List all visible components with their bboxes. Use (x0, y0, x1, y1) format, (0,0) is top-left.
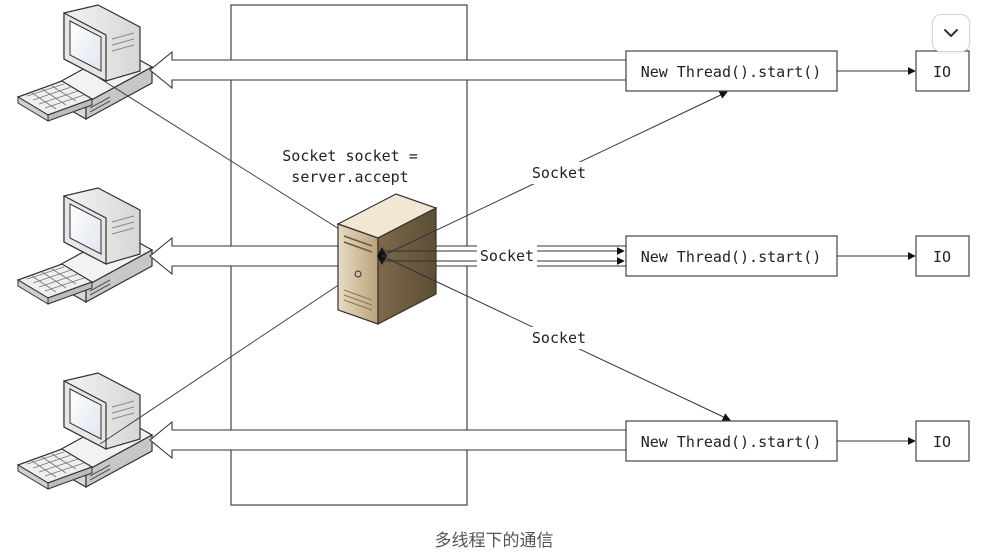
client-line-top (95, 75, 383, 257)
response-arrow-top (149, 50, 627, 90)
computer-icon-bottom (17, 372, 153, 490)
figure-caption: 多线程下的通信 (434, 531, 554, 551)
server-accept-label-line1: Socket socket = (282, 147, 417, 165)
thread-label-top: New Thread().start() (641, 63, 822, 81)
computer-icon-top (17, 4, 153, 122)
response-arrow-bottom (149, 420, 627, 460)
io-box-top: IO (915, 50, 970, 92)
server-accept-label-line2: server.accept (291, 168, 408, 186)
io-box-middle: IO (915, 235, 970, 277)
client-line-bottom (99, 255, 383, 445)
socket-label-bottom: Socket (532, 329, 586, 347)
server-icon (336, 193, 438, 325)
thread-box-middle: New Thread().start() (625, 235, 838, 277)
io-label-bottom: IO (933, 433, 951, 451)
io-label-top: IO (933, 63, 951, 81)
computer-icon-middle (17, 187, 153, 305)
thread-box-top: New Thread().start() (625, 50, 838, 92)
thread-label-middle: New Thread().start() (641, 248, 822, 266)
thread-label-bottom: New Thread().start() (641, 433, 822, 451)
thread-box-bottom: New Thread().start() (625, 420, 838, 462)
chevron-down-icon (944, 29, 958, 37)
socket-label-middle: Socket (480, 247, 534, 265)
socket-label-top: Socket (532, 164, 586, 182)
io-label-middle: IO (933, 248, 951, 266)
collapse-toggle-button[interactable] (932, 14, 970, 52)
io-box-bottom: IO (915, 420, 970, 462)
